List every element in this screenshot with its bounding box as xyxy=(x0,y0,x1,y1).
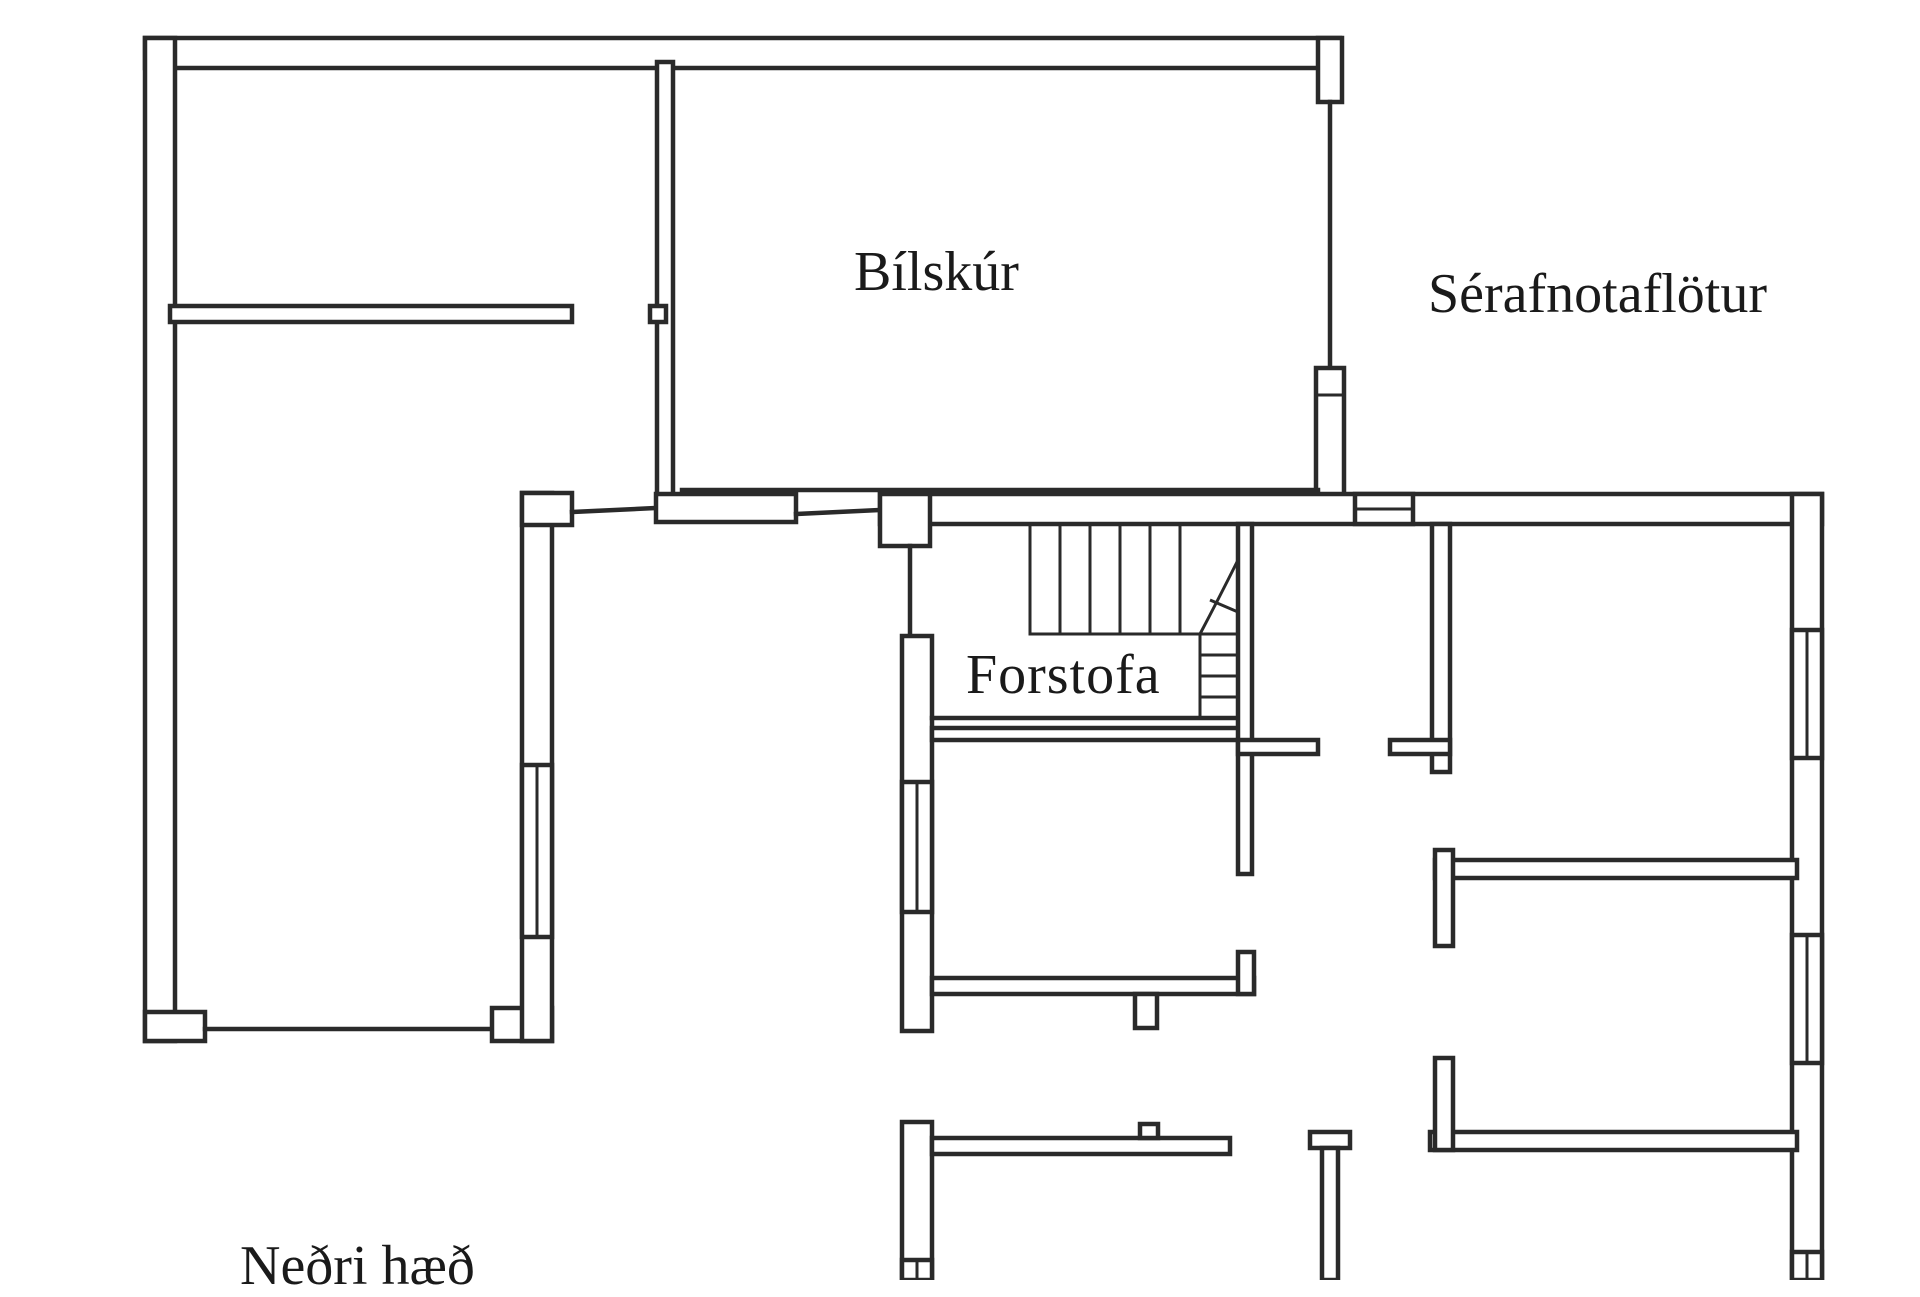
left-wing-walls xyxy=(142,35,1345,1044)
room-label-garage: Bílskúr xyxy=(854,241,1019,303)
floor-label-lower: Neðri hæð xyxy=(240,1235,475,1297)
connection-walls xyxy=(569,491,1825,549)
room-label-private-area: Sérafnotaflötur xyxy=(1428,263,1767,325)
room-middle-walls xyxy=(929,949,1257,1031)
right-block-walls xyxy=(899,491,1825,1280)
room-label-entrance: Forstofa xyxy=(966,644,1161,706)
entrance-walls xyxy=(899,521,1321,1034)
